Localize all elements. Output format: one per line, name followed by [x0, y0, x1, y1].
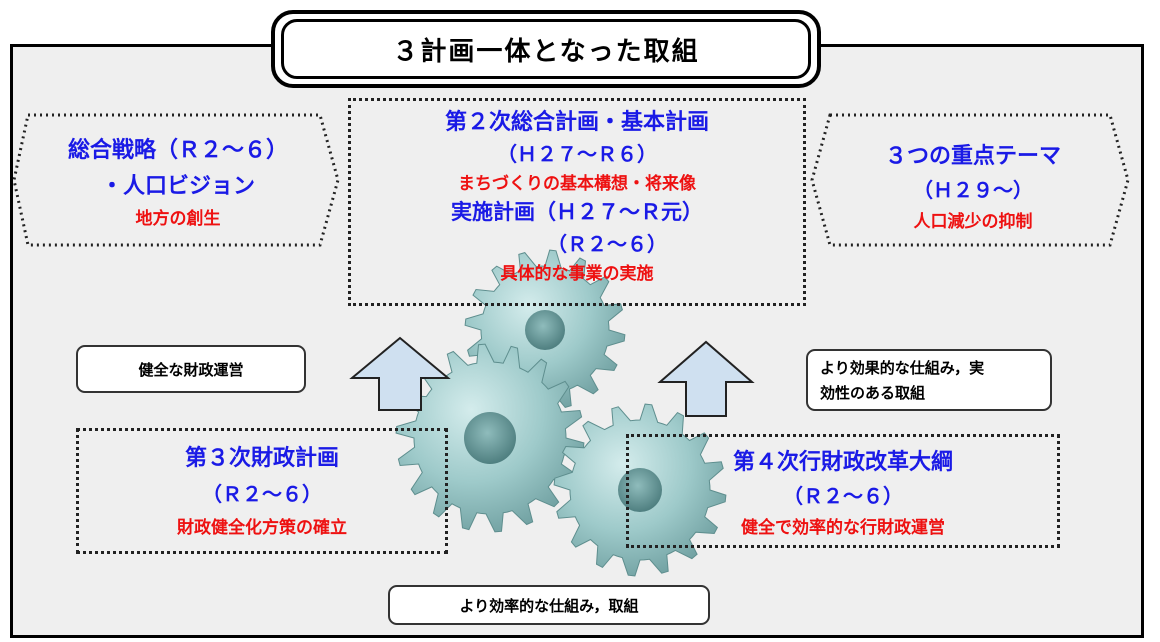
right-hexagon: ３つの重点テーマ （Ｈ２９～） 人口減少の抑制: [828, 138, 1118, 232]
diagram-title: ３計画一体となった取組: [281, 19, 811, 79]
up-arrow-icon-right: [657, 340, 755, 417]
right-hexagon-note: 人口減少の抑制: [913, 212, 1033, 232]
financial-plan-text: 第３次財政計画 （Ｒ２～６） 財政健全化方策の確立: [76, 440, 448, 538]
gear-icon-bottom-left: [395, 343, 585, 533]
label-effective-system-line2: 効性のある取組: [820, 384, 926, 402]
reform-outline-note: 健全で効率的な行財政運営: [741, 518, 945, 538]
implementation-plan-title: 実施計画（Ｈ２７～Ｒ元）: [451, 200, 703, 224]
label-efficient-system: より効率的な仕組み，取組: [388, 585, 710, 625]
hexagon-left-border: [12, 113, 340, 247]
hexagon-right-border: [810, 113, 1130, 247]
center-plan-title: 第２次総合計画・基本計画: [444, 110, 709, 135]
right-hexagon-title: ３つの重点テーマ: [884, 144, 1061, 169]
financial-plan-title: 第３次財政計画: [184, 446, 339, 471]
up-arrow-icon-left: [349, 336, 451, 411]
financial-plan-box: [76, 428, 448, 554]
left-hexagon-note: 地方の創生: [135, 209, 221, 229]
center-plan-text: 第２次総合計画・基本計画 （Ｈ２７～Ｒ６） まちづくりの基本構想・将来像 実施計…: [348, 104, 806, 284]
label-sound-finance-text: 健全な財政運営: [138, 360, 244, 379]
left-hexagon-title: 総合戦略（Ｒ２～６）: [67, 138, 288, 163]
reform-outline-box: [626, 434, 1060, 548]
left-hexagon-subtitle: ・人口ビジョン: [100, 174, 255, 199]
center-plan-note: まちづくりの基本構想・将来像: [458, 174, 696, 194]
center-plan-box: [348, 98, 806, 306]
implementation-plan-period: （Ｒ２～６）: [547, 232, 667, 256]
label-effective-system: より効果的な仕組み，実 効性のある取組: [806, 349, 1052, 411]
center-plan-period: （Ｈ２７～Ｒ６）: [497, 142, 657, 166]
label-sound-finance: 健全な財政運営: [76, 345, 306, 393]
right-hexagon-period: （Ｈ２９～）: [913, 178, 1033, 202]
reform-outline-period: （Ｒ２～６）: [783, 484, 903, 508]
financial-plan-period: （Ｒ２～６）: [202, 482, 322, 506]
title-outer-border: [271, 10, 821, 88]
reform-outline-title: 第４次行財政改革大綱: [732, 450, 953, 475]
label-effective-system-line1: より効果的な仕組み，実: [820, 359, 985, 377]
reform-outline-text: 第４次行財政改革大綱 （Ｒ２～６） 健全で効率的な行財政運営: [626, 444, 1060, 538]
label-efficient-system-text: より効率的な仕組み，取組: [459, 596, 639, 615]
left-hexagon: 総合戦略（Ｒ２～６） ・人口ビジョン 地方の創生: [30, 132, 326, 229]
financial-plan-note: 財政健全化方策の確立: [177, 518, 347, 538]
gear-icon-bottom-right: [553, 403, 727, 577]
implementation-plan-note: 具体的な事業の実施: [500, 264, 654, 284]
